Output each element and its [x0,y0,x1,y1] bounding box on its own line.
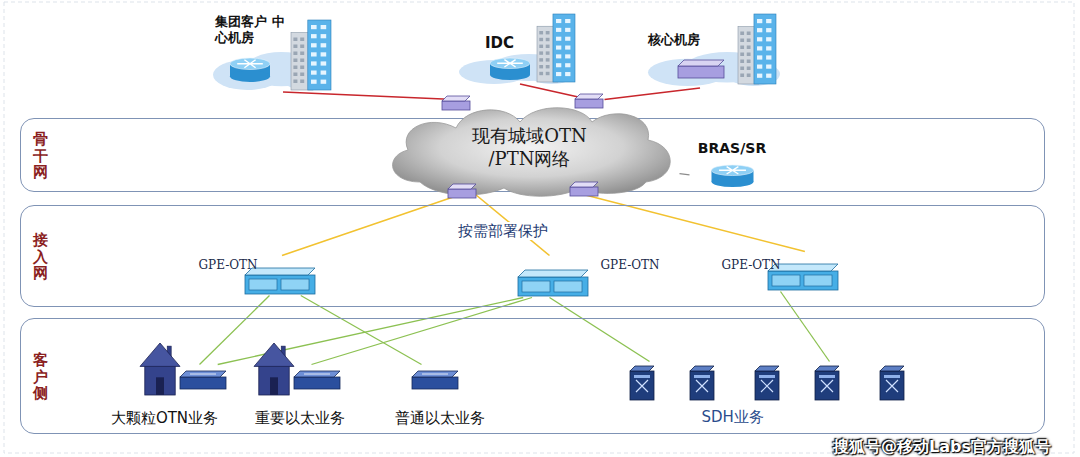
link-line [283,92,455,100]
data-center: 集团客户 中心机房 [205,10,335,92]
link-line [520,84,590,100]
label-holder: 按需部署保护 [455,222,551,240]
gpe-otn-device: GPE-OTN [720,252,842,292]
link-line [781,292,830,362]
data-center: 核心机房 [640,10,790,88]
layer-title: 客户侧 [33,352,48,402]
node-illustration [620,362,920,434]
network-layer-band: GPE-OTN GPE-OTN GPE-OTN 接入网 [20,205,1045,307]
service-site: 普通以太业务 [380,365,500,433]
link-line [550,298,650,362]
link-line [218,298,524,365]
link-line [680,174,690,175]
node-illustration [380,100,680,195]
label-holder: 搜狐号@移动Labs官方搜狐号 [830,437,1054,456]
link-line [584,195,805,252]
frame-border [4,2,1074,453]
link-line [301,296,422,365]
node-label: BRAS/SR [698,140,766,156]
layer-title: 接入网 [33,232,48,282]
node-illustration [640,10,790,88]
node-label: GPE-OTN [601,258,660,272]
link-line [200,296,270,365]
node-illustration [455,14,585,84]
service-site: 大颗粒OTN业务 [95,365,235,433]
network-layer-band: 大颗粒OTN业务 重要以太业务 普通以太业务 SDH业务 客户侧 [20,318,1045,434]
gpe-otn-device: GPE-OTN [515,256,690,298]
node-label: 核心机房 [648,32,700,48]
node-label: SDH业务 [702,408,764,427]
network-cloud: 现有城域OTN /PTN网络 [380,100,680,195]
node-label: 集团客户 中心机房 [215,14,287,47]
node-label: 大颗粒OTN业务 [111,409,218,428]
router-node: BRAS/SR [690,138,775,190]
node-label: 重要以太业务 [255,409,345,428]
link-line [282,195,461,256]
node-label: 现有城域OTN /PTN网络 [460,124,600,171]
node-label: 普通以太业务 [395,409,485,428]
link-line [605,88,701,100]
data-center: IDC [455,14,585,84]
layer-title: 骨干网 [33,131,48,181]
node-label: GPE-OTN [199,258,258,272]
node-label: GPE-OTN [722,258,781,272]
gpe-otn-device: GPE-OTN [195,256,320,296]
protection-note: 按需部署保护 [455,222,551,240]
watermark: 搜狐号@移动Labs官方搜狐号 [830,437,1054,456]
node-label: IDC [485,34,514,53]
network-layer-band: 现有城域OTN /PTN网络 BRAS/SR 骨干网 [20,118,1045,192]
service-site: 重要以太业务 [240,365,360,433]
sdh-service-group: SDH业务 [620,362,920,434]
link-line [312,298,533,365]
